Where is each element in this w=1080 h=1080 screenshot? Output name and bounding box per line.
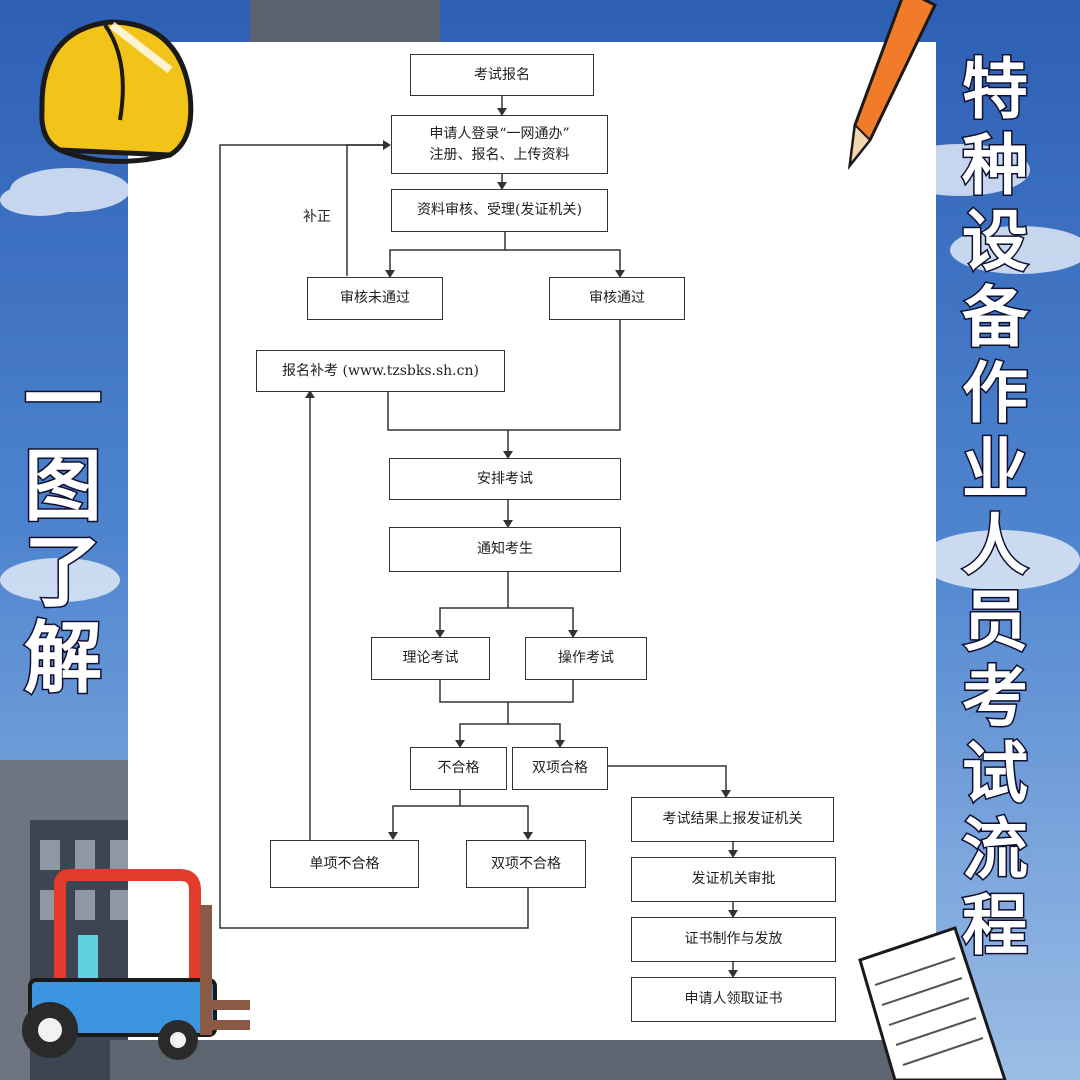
- title-char: 人: [961, 506, 1030, 585]
- step-notify-candidates-label: 通知考生: [477, 541, 533, 557]
- title-char: 特: [961, 50, 1030, 129]
- title-char: 备: [961, 278, 1030, 357]
- step-applicant-login: 申请人登录“一网通办” 注册、报名、上传资料: [391, 115, 608, 174]
- title-char: 解: [22, 614, 103, 704]
- step-applicant-collect: 申请人领取证书: [631, 977, 836, 1022]
- forklift-icon: [22, 869, 250, 1060]
- correction-label: 补正: [303, 209, 331, 225]
- step-notify-candidates: 通知考生: [389, 527, 621, 572]
- step-both-passed: 双项合格: [512, 747, 608, 790]
- step-authority-approval-label: 发证机关审批: [691, 871, 776, 887]
- title-char: 流: [961, 810, 1030, 889]
- step-both-failed: 双项不合格: [466, 840, 586, 888]
- title-vertical-left: 一 图 了 解: [22, 356, 103, 704]
- step-practical-exam: 操作考试: [525, 637, 647, 680]
- title-char: 员: [961, 582, 1030, 661]
- document-icon: [858, 926, 1007, 1080]
- step-single-failed: 单项不合格: [270, 840, 419, 888]
- step-review-failed: 审核未通过: [307, 277, 443, 320]
- step-theory-exam: 理论考试: [371, 637, 490, 680]
- title-vertical-right: 特 种 设 备 作 业 人 员 考 试 流 程: [961, 50, 1030, 965]
- title-char: 设: [961, 202, 1030, 281]
- step-single-failed-label: 单项不合格: [309, 855, 380, 872]
- step-applicant-login-line2: 注册、报名、上传资料: [429, 146, 570, 163]
- step-exam-signup: 考试报名: [410, 54, 594, 96]
- helmet-icon: [39, 19, 194, 164]
- step-practical-exam-label: 操作考试: [558, 650, 614, 666]
- step-applicant-login-line1: 申请人登录“一网通办”: [429, 125, 570, 142]
- title-char: 考: [961, 658, 1030, 737]
- step-arrange-exam-label: 安排考试: [477, 470, 533, 487]
- step-review-failed-label: 审核未通过: [340, 290, 410, 306]
- title-char: 种: [961, 126, 1030, 205]
- step-retake-signup-label: 报名补考 (www.tzsbks.sh.cn): [282, 362, 479, 379]
- step-review-accept-label: 资料审核、受理(发证机关): [417, 202, 582, 218]
- step-failed: 不合格: [410, 747, 507, 790]
- title-char: 程: [961, 886, 1030, 965]
- step-review-passed: 审核通过: [549, 277, 685, 320]
- step-report-results: 考试结果上报发证机关: [631, 797, 834, 842]
- pencil-icon: [847, 0, 937, 171]
- title-char: 图: [22, 442, 103, 532]
- step-exam-signup-label: 考试报名: [474, 66, 530, 83]
- flowchart-connectors: [219, 96, 734, 976]
- step-both-failed-label: 双项不合格: [491, 855, 561, 872]
- step-failed-label: 不合格: [437, 760, 480, 776]
- title-char: 了: [22, 528, 103, 618]
- title-char: 一: [22, 356, 103, 446]
- step-both-passed-label: 双项合格: [532, 760, 588, 776]
- title-char: 作: [961, 354, 1030, 433]
- step-theory-exam-label: 理论考试: [402, 650, 459, 666]
- step-review-passed-label: 审核通过: [589, 290, 645, 306]
- step-retake-signup: 报名补考 (www.tzsbks.sh.cn): [256, 350, 505, 392]
- step-report-results-label: 考试结果上报发证机关: [662, 811, 803, 827]
- step-review-accept: 资料审核、受理(发证机关): [391, 189, 608, 232]
- flowchart-arrowheads: [305, 108, 738, 978]
- step-applicant-collect-label: 申请人领取证书: [684, 991, 783, 1007]
- title-char: 试: [961, 734, 1030, 813]
- step-arrange-exam: 安排考试: [389, 458, 621, 500]
- step-authority-approval: 发证机关审批: [631, 857, 836, 902]
- step-certificate-issue: 证书制作与发放: [631, 917, 836, 962]
- title-char: 业: [961, 430, 1030, 509]
- step-certificate-issue-label: 证书制作与发放: [684, 931, 783, 947]
